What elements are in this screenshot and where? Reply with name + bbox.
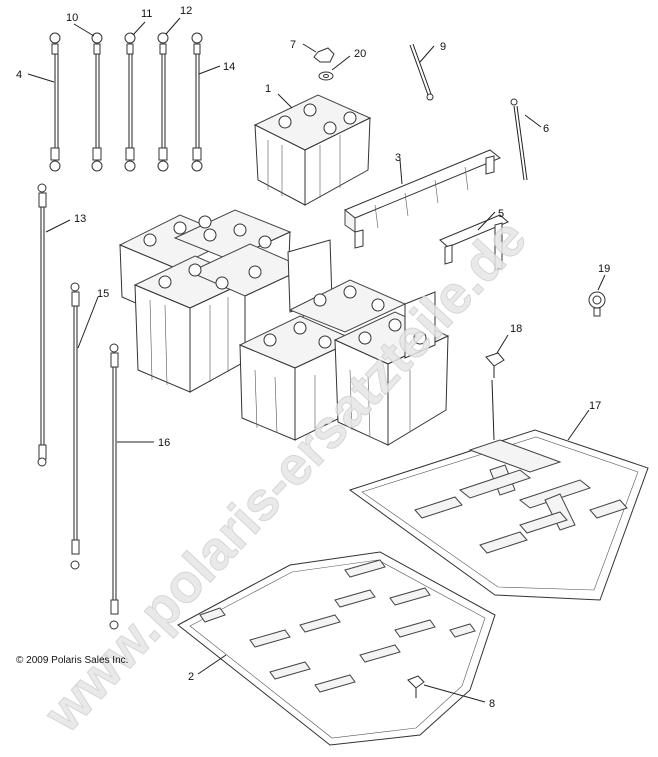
- clip-19: [588, 291, 606, 317]
- short-cable-14: [191, 32, 203, 172]
- callout-8: 8: [489, 698, 495, 710]
- callout-12: 12: [180, 5, 192, 17]
- callout-13: 13: [74, 213, 86, 225]
- push-rivet-18: [485, 352, 505, 441]
- callout-labels: 1 2 3 4 5 6 7 8 9 10 11 12 13 14 15 16 1…: [16, 5, 610, 710]
- holddown-bracket-3: [344, 149, 501, 249]
- callout-3: 3: [395, 152, 401, 164]
- battery-tray-17: [348, 429, 649, 601]
- callout-11: 11: [141, 8, 152, 20]
- callout-2: 2: [188, 671, 194, 683]
- callout-1: 1: [265, 83, 271, 95]
- callout-19: 19: [598, 263, 610, 275]
- long-cable-16: [109, 343, 119, 630]
- leader-lines: [27, 17, 606, 703]
- battery-bank: [118, 209, 450, 446]
- callout-4: 4: [16, 69, 22, 81]
- battery-single: [253, 94, 372, 206]
- callout-18: 18: [510, 323, 522, 335]
- short-cable-10: [91, 32, 103, 172]
- washer-20: [318, 71, 334, 81]
- callout-5: 5: [498, 208, 504, 220]
- callout-17: 17: [589, 400, 601, 412]
- callout-7: 7: [290, 39, 296, 51]
- nut-7: [313, 47, 335, 63]
- short-cable-12: [157, 32, 169, 172]
- short-cable-11: [124, 32, 136, 172]
- long-cable-15: [70, 282, 80, 570]
- base-plate-2: [177, 551, 496, 746]
- callout-10: 10: [66, 12, 78, 24]
- bracket-5: [439, 214, 509, 271]
- long-cable-13: [37, 183, 47, 467]
- rod-9: [409, 43, 434, 101]
- callout-15: 15: [97, 288, 109, 300]
- rod-6: [510, 98, 528, 181]
- screw-8: [407, 675, 425, 698]
- callout-14: 14: [223, 61, 235, 73]
- callout-6: 6: [543, 123, 549, 135]
- callout-9: 9: [440, 41, 446, 53]
- callout-20: 20: [354, 48, 366, 60]
- callout-16: 16: [158, 437, 170, 449]
- short-cable-4: [49, 32, 61, 172]
- copyright-notice: © 2009 Polaris Sales Inc.: [16, 655, 129, 666]
